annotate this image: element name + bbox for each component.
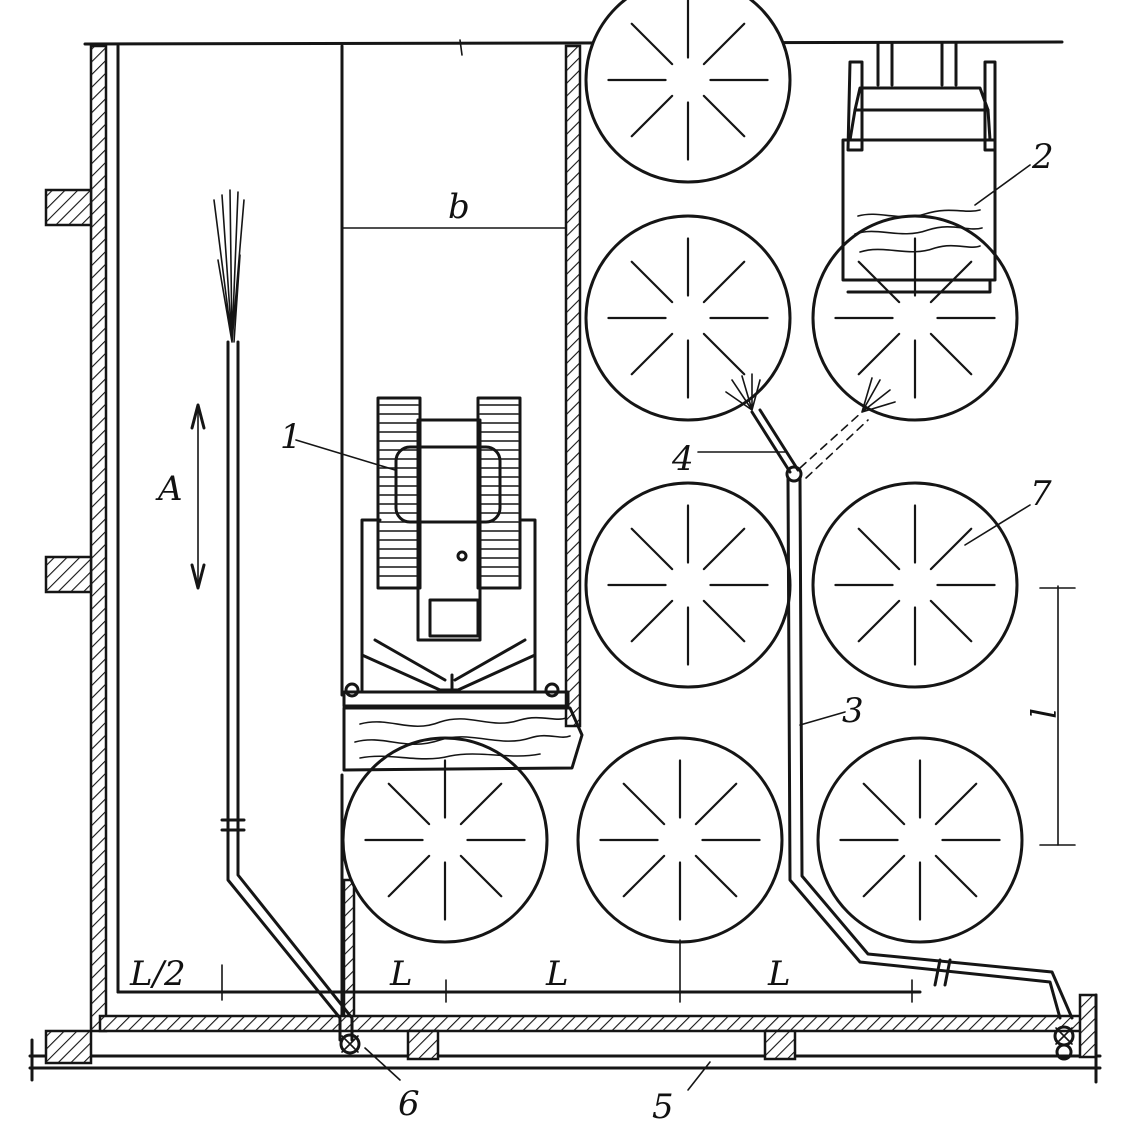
roll-spoke (702, 22, 746, 66)
label-valve: 6 (398, 1084, 420, 1124)
wall-bracket-bottom (44, 555, 93, 594)
carried-roll (342, 706, 584, 772)
loader-machine (342, 396, 570, 708)
partition-right (564, 44, 582, 728)
roll-spoke (929, 260, 973, 304)
roll-spoke (929, 332, 973, 376)
roll-spoke (694, 782, 738, 826)
roll-spoke (857, 599, 901, 643)
roll-spoke (857, 260, 901, 304)
roll-spoke (929, 527, 973, 571)
floor-slab (98, 1014, 1098, 1033)
label-spacing-1: L (389, 954, 413, 994)
roll-spoke (622, 854, 666, 898)
warehouse-walls (28, 40, 1102, 1084)
paper-rolls (341, 0, 1024, 944)
wall-bracket-top (44, 188, 93, 227)
label-half-spacing: L/2 (129, 954, 186, 994)
foundation-block-right (1078, 993, 1098, 1059)
water-tank (841, 42, 997, 294)
roll-spoke (934, 854, 978, 898)
label-movement: A (155, 469, 183, 509)
foundation-block-mid2 (763, 1029, 797, 1061)
valves (339, 1025, 1075, 1061)
label-nozzle: 4 (671, 439, 694, 479)
labels: 1 2 3 4 5 6 7 b A L/2 L L L l (129, 137, 1061, 1127)
roll-spoke (694, 854, 738, 898)
roll-spoke (857, 332, 901, 376)
roll-spoke (622, 782, 666, 826)
label-tank: 2 (1031, 137, 1054, 177)
roll-spoke (630, 260, 674, 304)
partition-lower (342, 878, 356, 1022)
roll-spoke (862, 854, 906, 898)
label-spacing-3: L (767, 954, 791, 994)
roll-spoke (702, 332, 746, 376)
roll-spoke (630, 22, 674, 66)
roll-spoke (702, 599, 746, 643)
label-machine: 1 (280, 417, 302, 457)
foundation-block-left (44, 1029, 93, 1065)
label-hose: 3 (842, 691, 864, 731)
roll-spoke (702, 260, 746, 304)
roll-spoke (862, 782, 906, 826)
left-sprayer (213, 189, 354, 1042)
label-row-spacing: l (1021, 708, 1061, 719)
label-width: b (448, 187, 470, 227)
roll-spoke (630, 94, 674, 138)
label-pipeline: 5 (652, 1087, 674, 1127)
roll-spoke (387, 782, 431, 826)
label-roll: 7 (1030, 474, 1052, 514)
roll-spoke (702, 527, 746, 571)
foundation-block-mid1 (406, 1029, 440, 1061)
label-spacing-2: L (545, 954, 569, 994)
left-wall (89, 44, 108, 1033)
roll-spoke (459, 854, 503, 898)
roll-spoke (459, 782, 503, 826)
roll-spoke (702, 94, 746, 138)
roll-spoke (387, 854, 431, 898)
roll-spoke (630, 599, 674, 643)
roll-spoke (630, 332, 674, 376)
roll-spoke (857, 527, 901, 571)
roll-spoke (630, 527, 674, 571)
flexible-hose (725, 373, 1074, 1020)
roll-spoke (929, 599, 973, 643)
roll-spoke (934, 782, 978, 826)
dimension-lines (190, 39, 1076, 1091)
